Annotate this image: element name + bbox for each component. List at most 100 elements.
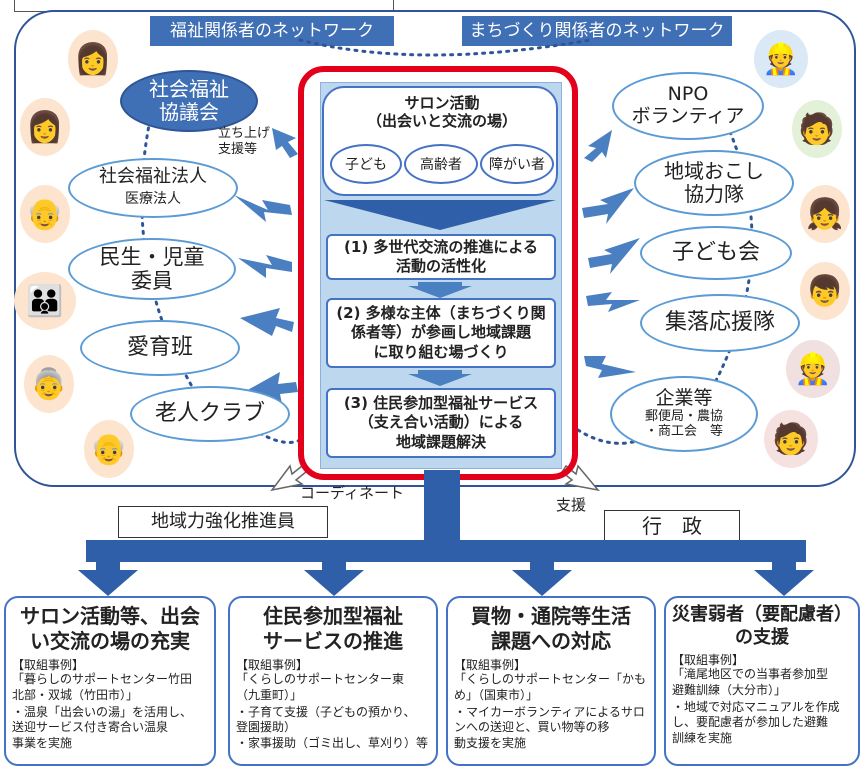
card-title: サロン活動等、出会い交流の場の充実 xyxy=(12,604,208,654)
launch-support-label: 立ち上げ支援等 xyxy=(218,126,270,157)
boy-icon: 👦 xyxy=(800,262,850,320)
woman-person-icon: 👩 xyxy=(20,98,70,156)
village-support-label: 集落応援隊 xyxy=(664,310,775,336)
card-title-line1: 買物・通院等生活 xyxy=(471,604,631,628)
kids-club-oval: 子ども会 xyxy=(640,226,792,280)
center-flow-arrows xyxy=(324,200,556,386)
girl-icon: 👧 xyxy=(800,185,850,243)
card-text-line: ・家事援助（ゴミ出し、草刈り）等 xyxy=(236,735,429,750)
welfare-corp-line2: 医療法人 xyxy=(125,191,181,207)
card-example-1: 「くらしのサポートセンター東（九重町）」 xyxy=(236,672,430,703)
step1-line2: 活動の活性化 xyxy=(395,257,486,275)
card-title: 買物・通院等生活課題への対応 xyxy=(454,604,648,654)
launch-support-line1: 立ち上げ xyxy=(218,126,271,141)
nursing-team-oval: 愛育班 xyxy=(80,320,240,376)
family-icon: 👪 xyxy=(14,272,76,330)
card-text-line: ・地域で対応マニュアルを作成 xyxy=(672,700,840,715)
card-text-line: 「滝尾地区での当事者参加型 xyxy=(672,667,829,682)
salon-title: サロン活動（出会いと交流の場） xyxy=(324,94,560,130)
regional-line2: 協力隊 xyxy=(684,182,744,206)
card-text-line: 「くらしのサポートセンター東 xyxy=(236,672,405,687)
woman-person-icon: 👩 xyxy=(68,30,118,88)
card-shopping-clinic: 買物・通院等生活課題への対応 【取組事例】 「くらしのサポートセンター「かもめ」… xyxy=(446,596,656,766)
nursing-team-label: 愛育班 xyxy=(126,335,193,361)
government-label: 行 政 xyxy=(604,510,740,542)
step1-line1: (1) 多世代交流の推進による xyxy=(344,237,538,256)
card-title: 災害弱者（要配慮者）の支援 xyxy=(672,604,852,649)
elderly-club-label: 老人クラブ xyxy=(154,401,265,427)
village-support-oval: 集落応援隊 xyxy=(640,294,800,352)
welfare-officer-line1: 民生・児童 xyxy=(99,244,205,269)
npo-line2: ボランティア xyxy=(631,105,745,127)
card-disaster-vulnerable: 災害弱者（要配慮者）の支援 【取組事例】 「滝尾地区での当事者参加型避難訓練（大… xyxy=(664,596,860,766)
regional-line1: 地域おこし xyxy=(664,159,764,183)
step2-line1: (2) 多様な主体（まちづくり関 xyxy=(336,303,546,322)
card-salon-exchange: サロン活動等、出会い交流の場の充実 【取組事例】 「暮らしのサポートセンター竹田… xyxy=(4,596,216,766)
companies-oval: 企業等郵便局・農協・商工会 等 xyxy=(610,376,758,452)
support-label: 支援 xyxy=(556,496,587,514)
card-resident-welfare: 住民参加型福祉サービスの推進 【取組事例】 「くらしのサポートセンター東（九重町… xyxy=(228,596,438,766)
card-text-line: 避難訓練（大分市）」 xyxy=(672,682,787,697)
card-example-label: 【取組事例】 xyxy=(12,658,85,672)
salon-title-line1: サロン活動 xyxy=(404,94,480,112)
card-text-line: ンへの送迎と、買い物等の移 xyxy=(454,720,610,735)
card-example-label: 【取組事例】 xyxy=(236,658,309,672)
step3-line2: （支え合い活動）による xyxy=(358,413,524,432)
card-text-line: 送迎サービス付き寄合い温泉 xyxy=(12,720,169,735)
card-title-line1: 災害弱者（要配慮者） xyxy=(672,604,852,625)
step3-line3: 地域課題解決 xyxy=(395,432,486,451)
council-line1: 社会福祉 xyxy=(149,77,229,101)
npo-line1: NPO xyxy=(667,83,709,106)
step2-line2: 係者等）が参画し地域課題 xyxy=(350,323,531,342)
step3-box: (3) 住民参加型福祉サービス（支え合い活動）による地域課題解決 xyxy=(326,388,556,458)
company-line3: ・商工会 等 xyxy=(644,423,723,439)
regional-cooperation-oval: 地域おこし協力隊 xyxy=(634,150,794,216)
salon-activity-box: サロン活動（出会いと交流の場） 子ども 高齢者 障がい者 xyxy=(322,86,558,196)
step2-line3: に取り組む場づくり xyxy=(373,342,509,361)
card-text-line: 「暮らしのサポートセンター竹田 xyxy=(12,672,193,687)
kids-club-label: 子ども会 xyxy=(671,240,760,266)
welfare-officer-line2: 委員 xyxy=(131,269,173,293)
welfare-officer-oval: 民生・児童委員 xyxy=(68,238,236,300)
volunteer-icon: 🧑 xyxy=(792,100,842,158)
card-text-line: し、要配慮者が参加した避難 xyxy=(672,715,829,730)
card-example-1: 「滝尾地区での当事者参加型避難訓練（大分市）」 xyxy=(672,667,852,698)
postman-icon: 🧑 xyxy=(764,410,818,468)
elderly-man-hat-icon: 👴 xyxy=(84,420,134,478)
card-text-line: ・子育て支援（子どもの預かり、 xyxy=(236,705,416,720)
community-network-label: まちづくり関係者のネットワーク xyxy=(462,16,732,46)
helmet-worker-icon: 👷 xyxy=(786,340,840,398)
card-title-line2: 課題への対応 xyxy=(491,629,611,653)
step3-line1: (3) 住民参加型福祉サービス xyxy=(343,393,539,412)
card-title-line1: サロン活動等、出会 xyxy=(20,604,200,628)
card-text-line: 動支援を実施 xyxy=(454,735,527,750)
coordinate-label: コーディネート xyxy=(300,484,404,502)
card-text-line: 登園援助） xyxy=(236,720,297,735)
group-children-pill: 子ども xyxy=(330,144,402,184)
card-text-line: （九重町）」 xyxy=(236,687,303,702)
welfare-corp-line1: 社会福祉法人 xyxy=(99,166,207,188)
card-text-line: 北部・双城（竹田市）」 xyxy=(12,687,139,702)
launch-support-line2: 支援等 xyxy=(218,141,258,157)
social-welfare-council-oval: 社会福祉協議会 xyxy=(120,70,258,132)
distribution-arrows xyxy=(78,470,814,596)
elderly-woman-icon: 👵 xyxy=(24,355,74,413)
step1-box: (1) 多世代交流の推進による活動の活性化 xyxy=(326,234,556,280)
promoter-label: 地域力強化推進員 xyxy=(118,506,328,538)
card-example-label: 【取組事例】 xyxy=(454,658,527,672)
company-line1: 企業等 xyxy=(655,387,713,410)
card-text-line: 事業を実施 xyxy=(12,735,73,750)
center-highlight-frame xyxy=(298,66,578,480)
card-text-line: ・マイカーボランティアによるサロ xyxy=(454,705,645,720)
card-title: 住民参加型福祉サービスの推進 xyxy=(236,604,430,654)
elderly-club-oval: 老人クラブ xyxy=(130,386,290,442)
card-text-line: 訓練を実施 xyxy=(672,730,733,745)
step2-box: (2) 多様な主体（まちづくり関係者等）が参画し地域課題に取り組む場づくり xyxy=(326,298,556,368)
salon-title-line2: （出会いと交流の場） xyxy=(366,112,517,130)
card-example-1: 「暮らしのサポートセンター竹田北部・双城（竹田市）」 xyxy=(12,672,208,703)
card-example-2: ・マイカーボランティアによるサロンへの送迎と、買い物等の移動支援を実施 xyxy=(454,705,648,751)
company-line2: 郵便局・農協 xyxy=(644,408,723,424)
card-title-line2: の支援 xyxy=(735,626,789,648)
card-example-2: ・温泉「出会いの湯」を活用し、送迎サービス付き寄合い温泉事業を実施 xyxy=(12,705,208,751)
